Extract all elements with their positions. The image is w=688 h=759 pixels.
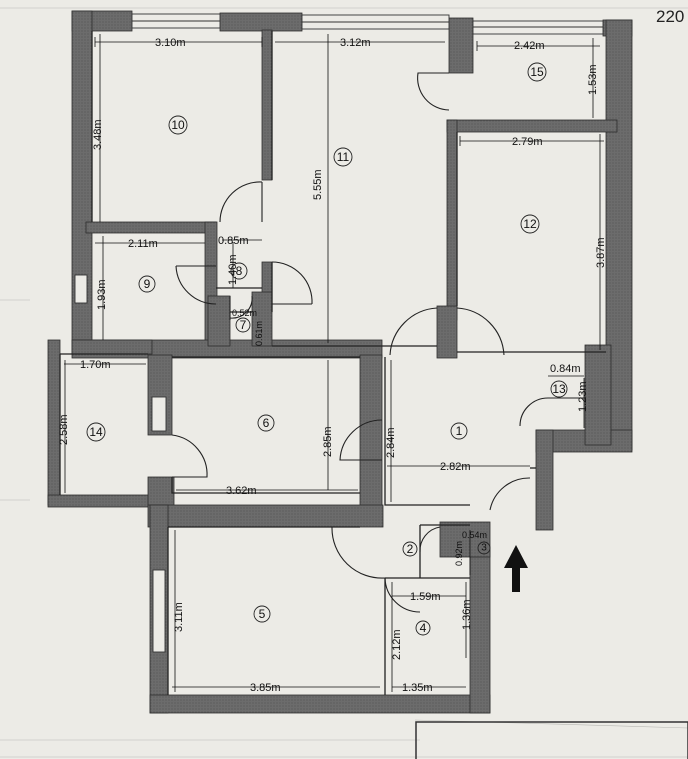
room-12-number: 12	[523, 217, 537, 231]
dim-r8-height: 1.40m	[227, 254, 239, 285]
dim-r13-height: 1.23m	[577, 381, 589, 412]
walls	[47, 10, 633, 714]
dim-r15-width: 2.42m	[514, 40, 545, 52]
dim-r12-width: 2.79m	[512, 136, 543, 148]
room-3-number: 3	[481, 543, 487, 554]
dim-r10-height: 3.48m	[92, 119, 104, 150]
room-10-number: 10	[171, 118, 185, 132]
room-13-number: 13	[552, 382, 566, 396]
dim-r15-height: 1.53m	[587, 64, 599, 95]
dim-r3-height: 0.92m	[454, 541, 464, 566]
room-outlines	[59, 31, 606, 695]
room-6-number: 6	[263, 416, 270, 430]
dim-r4-width: 1.59m	[410, 591, 441, 603]
room-numbers	[86, 62, 568, 636]
windows	[74, 13, 604, 653]
room-2-number: 2	[407, 542, 414, 556]
dim-r7-height: 0.61m	[254, 321, 264, 346]
dim-r9-width: 2.11m	[128, 238, 158, 250]
dim-r4-left-height: 2.12m	[391, 629, 403, 660]
room-4-number: 4	[420, 621, 427, 635]
dim-r7-width: 0.52m	[232, 308, 257, 318]
room-9-number: 9	[144, 277, 151, 291]
dim-r11-height: 5.55m	[312, 169, 324, 200]
dim-r5-width: 3.85m	[250, 682, 281, 694]
dim-r5-height: 3.11m	[173, 602, 185, 632]
dim-r13-width: 0.84m	[550, 363, 581, 375]
room-14-number: 14	[89, 425, 103, 439]
room-8-number: 8	[236, 264, 243, 278]
legend-box	[415, 721, 688, 759]
entrance-arrow-icon	[504, 545, 528, 592]
room-5-number: 5	[259, 607, 266, 621]
dim-r6-height: 2.85m	[322, 426, 334, 457]
room-1-number: 1	[456, 424, 463, 438]
dim-r1-width: 2.82m	[440, 461, 471, 473]
dim-r12-height: 3.87m	[595, 237, 607, 268]
room-7-number: 7	[240, 318, 247, 332]
dimension-lines	[64, 34, 604, 692]
doors	[171, 72, 585, 613]
dim-r9-height: 1.93m	[96, 279, 108, 310]
dim-r14-width: 1.70m	[80, 359, 111, 371]
dim-r8-width: 0.85m	[218, 235, 249, 247]
sheet-corner-number: 220	[656, 7, 684, 26]
dimension-labels: 3.10m 3.48m 3.12m 5.55m 2.42m 1.53m 2.79…	[58, 37, 607, 694]
dim-r10-width: 3.10m	[155, 37, 186, 49]
room-number-labels: 1 2 3 4 5 6 7 8 9 10 11 12 13 14 15	[89, 65, 566, 635]
room-11-number: 11	[337, 150, 350, 164]
room-15-number: 15	[530, 65, 544, 79]
dim-r6-width: 3.62m	[226, 485, 257, 497]
dim-r3-width: 0.54m	[462, 530, 487, 540]
dim-r4-bottom-width: 1.35m	[402, 682, 433, 694]
dim-r1-height: 2.84m	[385, 427, 397, 458]
dim-r11-width: 3.12m	[340, 37, 371, 49]
dim-r14-height: 2.58m	[58, 414, 70, 445]
dim-r4-right-height: 1.36m	[461, 599, 473, 630]
